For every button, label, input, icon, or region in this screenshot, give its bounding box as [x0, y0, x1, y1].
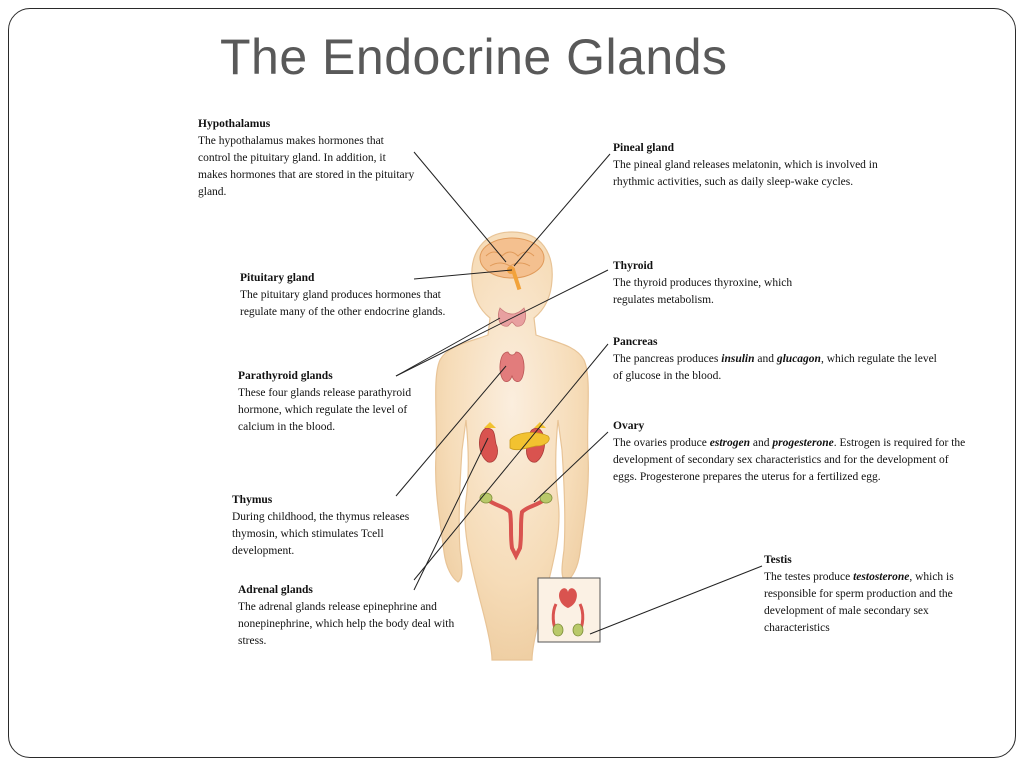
- pancreas-text: The pancreas produces insulin and glucag…: [613, 353, 937, 382]
- glucagon-term: glucagon: [776, 353, 821, 365]
- pituitary-text: The pituitary gland produces hormones th…: [240, 289, 446, 318]
- slide-frame: [8, 8, 1016, 758]
- thyroid-text: The thyroid produces thyroxine, which re…: [613, 277, 793, 306]
- thymus-leader: [395, 365, 507, 497]
- label-parathyroid: Parathyroid glands These four glands rel…: [238, 368, 428, 436]
- thyroid-heading: Thyroid: [613, 260, 654, 272]
- testis-text: The testes produce testosterone, which i…: [764, 571, 954, 634]
- thymus-text: During childhood, the thymus releases th…: [232, 511, 410, 557]
- testosterone-term: testosterone: [853, 571, 910, 583]
- parathyroid-text: These four glands release parathyroid ho…: [238, 387, 412, 433]
- insulin-term: insulin: [721, 353, 755, 365]
- pancreas-heading: Pancreas: [613, 336, 658, 348]
- label-thymus: Thymus During childhood, the thymus rele…: [232, 492, 442, 560]
- slide-title: The Endocrine Glands: [220, 29, 728, 85]
- leader-lines: [395, 151, 763, 635]
- progesterone-term: progesterone: [772, 437, 834, 449]
- label-thyroid: Thyroid The thyroid produces thyroxine, …: [613, 258, 828, 309]
- testis-inset: [537, 577, 601, 643]
- thymus-organ: [499, 351, 525, 382]
- pancreas-organ: [509, 432, 550, 451]
- label-pineal: Pineal gland The pineal gland releases m…: [613, 140, 903, 191]
- adrenal-heading: Adrenal glands: [238, 584, 313, 596]
- hypothalamus-leader: [413, 151, 507, 263]
- pituitary-heading: Pituitary gland: [240, 272, 315, 284]
- thyroid-leader: [395, 269, 609, 377]
- adrenal-leader: [413, 437, 489, 591]
- label-ovary: Ovary The ovaries produce estrogen and p…: [613, 418, 975, 486]
- estrogen-term: estrogen: [709, 437, 751, 449]
- parathyroid-heading: Parathyroid glands: [238, 370, 333, 382]
- pancreas-leader: [413, 343, 609, 581]
- ovary-leader: [533, 431, 609, 503]
- ovary-text: The ovaries produce estrogen and progest…: [613, 437, 966, 483]
- hypothalamus-text: The hypothalamus makes hormones that con…: [198, 135, 415, 198]
- parathyroid-leader: [395, 317, 501, 377]
- hypothalamus-heading: Hypothalamus: [198, 118, 271, 130]
- label-pituitary: Pituitary gland The pituitary gland prod…: [240, 270, 460, 321]
- label-pancreas: Pancreas The pancreas produces insulin a…: [613, 334, 943, 385]
- pituitary-leader: [413, 269, 513, 280]
- adrenal-text: The adrenal glands release epinephrine a…: [238, 601, 455, 647]
- label-testis: Testis The testes produce testosterone, …: [764, 552, 989, 637]
- label-adrenal: Adrenal glands The adrenal glands releas…: [238, 582, 463, 650]
- ovary-heading: Ovary: [613, 420, 645, 432]
- pineal-leader: [513, 153, 611, 267]
- testis-leader: [589, 565, 763, 635]
- pineal-text: The pineal gland releases melatonin, whi…: [613, 159, 878, 188]
- testis-heading: Testis: [764, 554, 792, 566]
- label-hypothalamus: Hypothalamus The hypothalamus makes horm…: [198, 116, 418, 201]
- thymus-heading: Thymus: [232, 494, 273, 506]
- pineal-heading: Pineal gland: [613, 142, 675, 154]
